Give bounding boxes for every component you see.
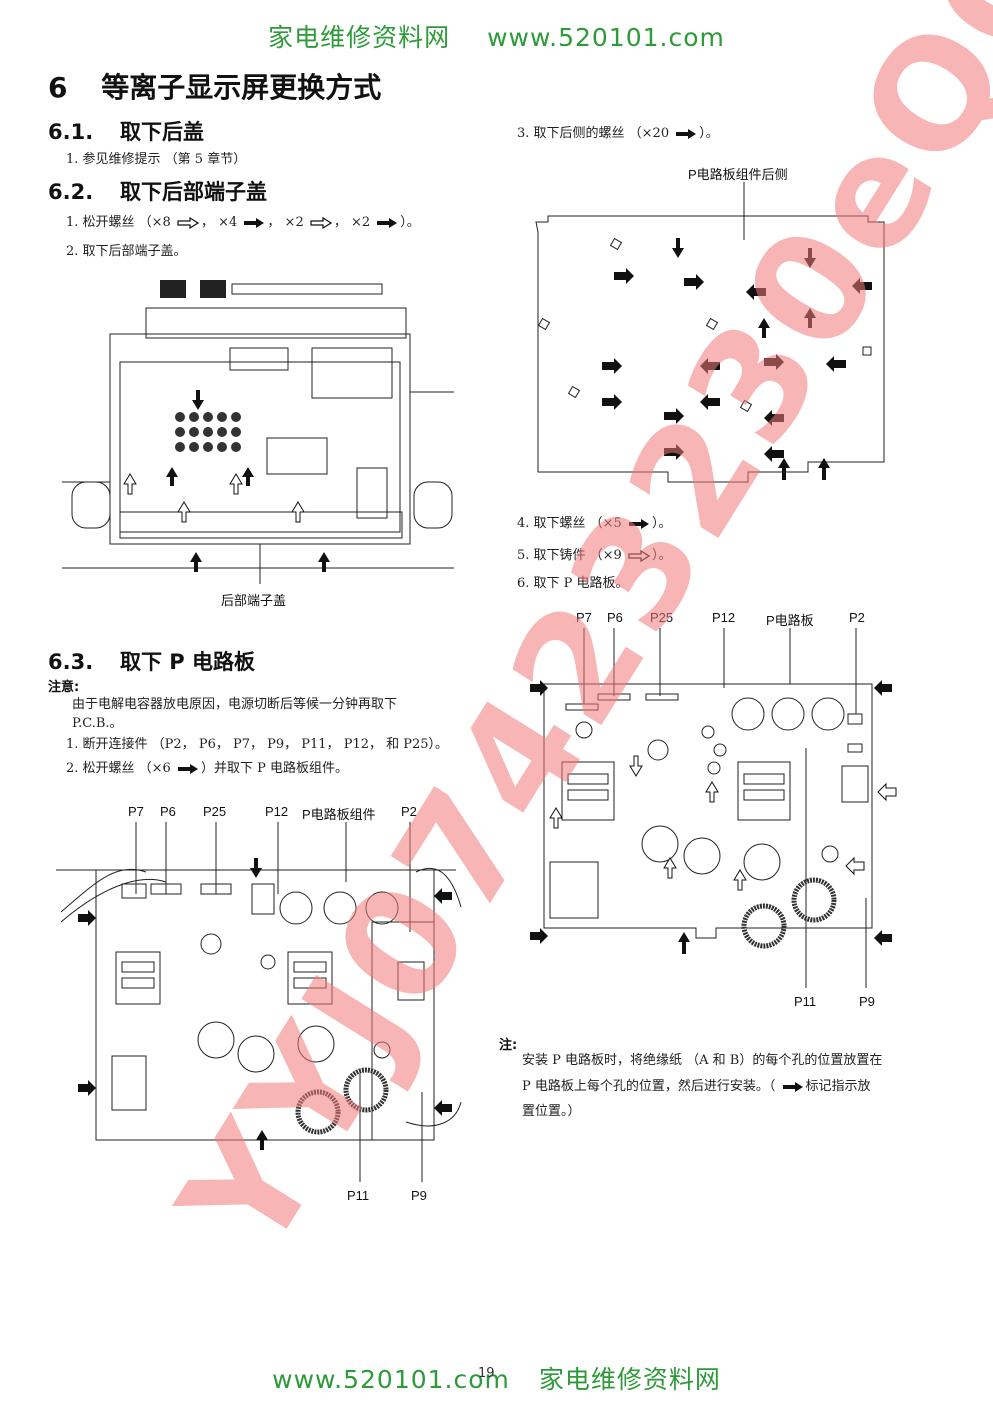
footer-banner: www.520101.com 家电维修资料网 (0, 1360, 993, 1396)
rear-terminal-cover-label: 后部端子盖 (221, 593, 287, 608)
sub-6-1-number: 6.1. (48, 120, 94, 144)
right-note-line-2-prefix: P 电路板上每个孔的位置，然后进行安装。（ (522, 1079, 776, 1094)
section-title: 6 等离子显示屏更换方式 (48, 66, 381, 106)
fig-right-label-p2: P2 (849, 610, 865, 625)
fig-right-label-p12: P12 (712, 610, 736, 625)
sub-6-3-step-2-suffix: ）并取下 P 电路板组件。 (200, 761, 348, 776)
right-note-line-3: 置位置。） (522, 1104, 581, 1119)
sub-6-1-title: 取下后盖 (120, 120, 204, 144)
right-note-line-1: 安装 P 电路板时，将绝缘纸 （A 和 B）的每个孔的位置放置在 (522, 1053, 883, 1068)
fig-left-label-p11: P11 (347, 1188, 370, 1203)
section-title-text: 等离子显示屏更换方式 (101, 71, 382, 104)
right-note-title: 注: (499, 1038, 518, 1053)
fig-right-label-p11: P11 (794, 994, 817, 1009)
rear-side-figure-label: P电路板组件后侧 (688, 167, 788, 182)
right-step-3-suffix: ）。 (699, 126, 719, 141)
header-url[interactable]: www.520101.com (487, 23, 725, 52)
fig-left-label-p6: P6 (160, 804, 176, 819)
sub-6-3-step-2: 2. 松开螺丝 （×6 ）并取下 P 电路板组件。 (66, 757, 348, 776)
right-step-4-suffix: ）。 (651, 516, 672, 531)
fig-right-label-p7: P7 (576, 610, 592, 625)
p-board-rear-side-figure (535, 182, 885, 483)
rear-terminal-cover-figure (62, 280, 454, 584)
solid-right-arrow-icon (177, 763, 198, 774)
p-board-figure (530, 628, 897, 988)
footer-site-name: 家电维修资料网 (538, 1365, 721, 1394)
solid-right-arrow-icon (377, 217, 398, 228)
right-step-5-suffix: ）。 (651, 548, 672, 563)
header-banner: 家电维修资料网 www.520101.com (0, 18, 993, 54)
fig-left-label-p25: P25 (203, 804, 227, 819)
outline-right-arrow-icon (177, 216, 199, 229)
sub-6-3-heading: 6.3. 取下 P 电路板 (48, 646, 255, 676)
sub-6-3-caution-line-1: 由于电解电容器放电原因，电源切断后等候一分钟再取下 (72, 697, 398, 712)
solid-right-arrow-icon (782, 1081, 803, 1092)
p-board-assembly-figure (56, 822, 462, 1182)
fig-left-label-p2: P2 (401, 804, 417, 819)
right-step-6: 6. 取下 P 电路板。 (517, 576, 629, 591)
sub-6-2-step-2: 2. 取下后部端子盖。 (66, 244, 187, 259)
solid-right-arrow-icon (244, 217, 265, 228)
sub-6-3-number: 6.3. (48, 650, 94, 674)
solid-right-arrow-icon (628, 518, 649, 529)
right-step-4-prefix: 4. 取下螺丝 （×5 (517, 516, 622, 531)
fig-right-label-p6: P6 (607, 610, 623, 625)
sub-6-2-title: 取下后部端子盖 (120, 180, 267, 204)
sub-6-1-step-1: 1. 参见维修提示 （第 5 章节） (66, 152, 247, 167)
outline-right-arrow-icon (628, 549, 650, 562)
right-note-line-2: P 电路板上每个孔的位置，然后进行安装。（ 标记指示放 (522, 1075, 871, 1094)
sub-6-3-title: 取下 P 电路板 (120, 650, 256, 674)
right-step-3-prefix: 3. 取下后侧的螺丝 （×20 (517, 126, 670, 141)
fig-left-label-pboard: P电路板组件 (302, 807, 376, 822)
sub-6-3-caution-line-2: P.C.B.。 (72, 716, 123, 731)
step-1-prefix: 1. 松开螺丝 （×8 (66, 215, 171, 230)
outline-right-arrow-icon (310, 216, 332, 229)
page-number: 19 (478, 1366, 495, 1381)
right-step-5-prefix: 5. 取下铸件 （×9 (517, 548, 622, 563)
fig-left-label-p9: P9 (411, 1188, 427, 1203)
right-step-4: 4. 取下螺丝 （×5 ）。 (517, 512, 672, 531)
right-step-5: 5. 取下铸件 （×9 ）。 (517, 544, 672, 563)
step-1-suffix: ）。 (400, 215, 420, 230)
header-site-name: 家电维修资料网 (268, 23, 451, 52)
sub-6-2-step-1: 1. 松开螺丝 （×8 ， ×4 ， ×2 ， ×2 ）。 (66, 211, 420, 230)
fig-left-label-p7: P7 (128, 804, 144, 819)
step-1-count-3: ， ×2 (267, 215, 304, 230)
step-1-count-4: ， ×2 (333, 215, 371, 230)
solid-right-arrow-icon (676, 128, 697, 139)
right-step-3: 3. 取下后侧的螺丝 （×20 ）。 (517, 122, 719, 141)
sub-6-3-caution-title: 注意: (48, 680, 80, 695)
fig-right-label-p25: P25 (650, 610, 674, 625)
fig-right-label-p9: P9 (859, 994, 875, 1009)
sub-6-3-step-2-prefix: 2. 松开螺丝 （×6 (66, 761, 171, 776)
fig-left-label-p12: P12 (265, 804, 289, 819)
right-note-line-2-suffix: 标记指示放 (805, 1079, 871, 1094)
fig-right-label-pboard: P电路板 (766, 613, 814, 628)
footer-url[interactable]: www.520101.com (272, 1365, 510, 1394)
sub-6-2-heading: 6.2. 取下后部端子盖 (48, 176, 267, 206)
step-1-count-2: ， ×4 (200, 215, 238, 230)
sub-6-2-number: 6.2. (48, 180, 94, 204)
sub-6-3-step-1: 1. 断开连接件 （P2， P6， P7， P9， P11， P12， 和 P2… (66, 737, 449, 752)
sub-6-1-heading: 6.1. 取下后盖 (48, 116, 204, 146)
section-number: 6 (48, 71, 68, 104)
